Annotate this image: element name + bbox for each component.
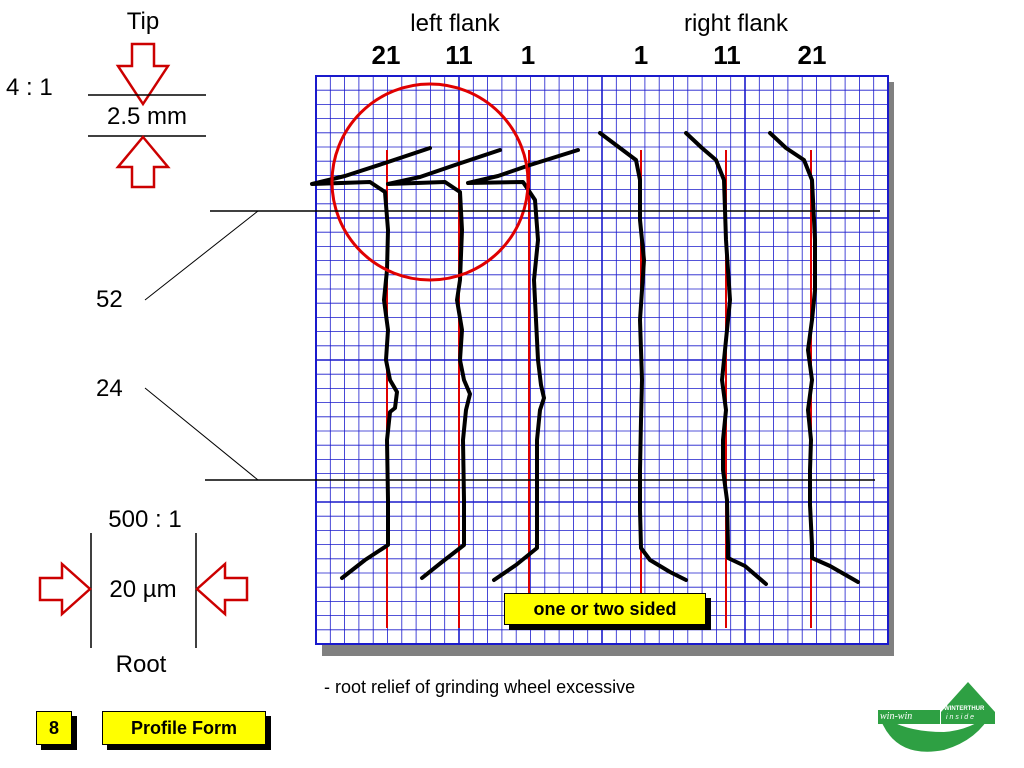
tip-label: Tip	[126, 8, 160, 35]
logo-script-text: win-win	[880, 711, 913, 722]
arrow-right-icon	[38, 561, 92, 617]
tooth-label: 21	[371, 40, 401, 70]
diameter-markers	[144, 210, 880, 481]
arrow-up-icon	[115, 135, 171, 189]
tip-ratio: 4 : 1	[6, 74, 53, 101]
highlight-circle	[330, 82, 530, 282]
logo-tagline-text: i n s i d e	[946, 714, 975, 721]
trace-left-1	[466, 148, 580, 582]
root-scale-indicator	[38, 533, 249, 648]
diameter-24-label: 24	[96, 375, 123, 402]
trace-left-11	[386, 148, 502, 580]
logo-leaf-shape	[941, 682, 995, 712]
arrow-left-icon	[195, 561, 249, 617]
diameter-52-label: 52	[96, 286, 123, 313]
root-scale-value: 20 µm	[109, 576, 177, 603]
chart-border	[315, 75, 889, 645]
grid-lines	[316, 76, 888, 644]
leader-24	[144, 387, 259, 481]
page-number-badge: 8	[36, 711, 72, 745]
tooth-label: 1	[633, 40, 649, 70]
callout-badge: one or two sided	[504, 593, 706, 625]
leader-52	[144, 210, 259, 301]
section-title-badge: Profile Form	[102, 711, 266, 745]
logo-brand-text: WINTERTHUR	[944, 706, 985, 712]
logo-swoosh-shape	[878, 712, 992, 752]
root-label: Root	[115, 651, 167, 678]
right-flank-title: right flank	[683, 10, 789, 37]
tip-scale-value: 2.5 mm	[106, 103, 188, 130]
tooth-label: 1	[520, 40, 536, 70]
winterthur-logo	[878, 682, 995, 752]
trace-right-1	[598, 131, 688, 582]
trace-right-21	[768, 131, 860, 584]
arrow-down-icon	[115, 42, 171, 107]
tooth-label: 21	[797, 40, 827, 70]
trace-left-21	[310, 146, 432, 580]
tooth-label: 11	[445, 40, 473, 70]
trace-right-11	[684, 131, 768, 586]
tip-scale-indicator	[88, 42, 206, 189]
profile-traces	[310, 131, 860, 586]
note-text: - root relief of grinding wheel excessiv…	[324, 677, 636, 697]
root-ratio: 500 : 1	[108, 506, 182, 533]
left-flank-title: left flank	[410, 10, 500, 37]
tooth-label: 11	[713, 40, 741, 70]
